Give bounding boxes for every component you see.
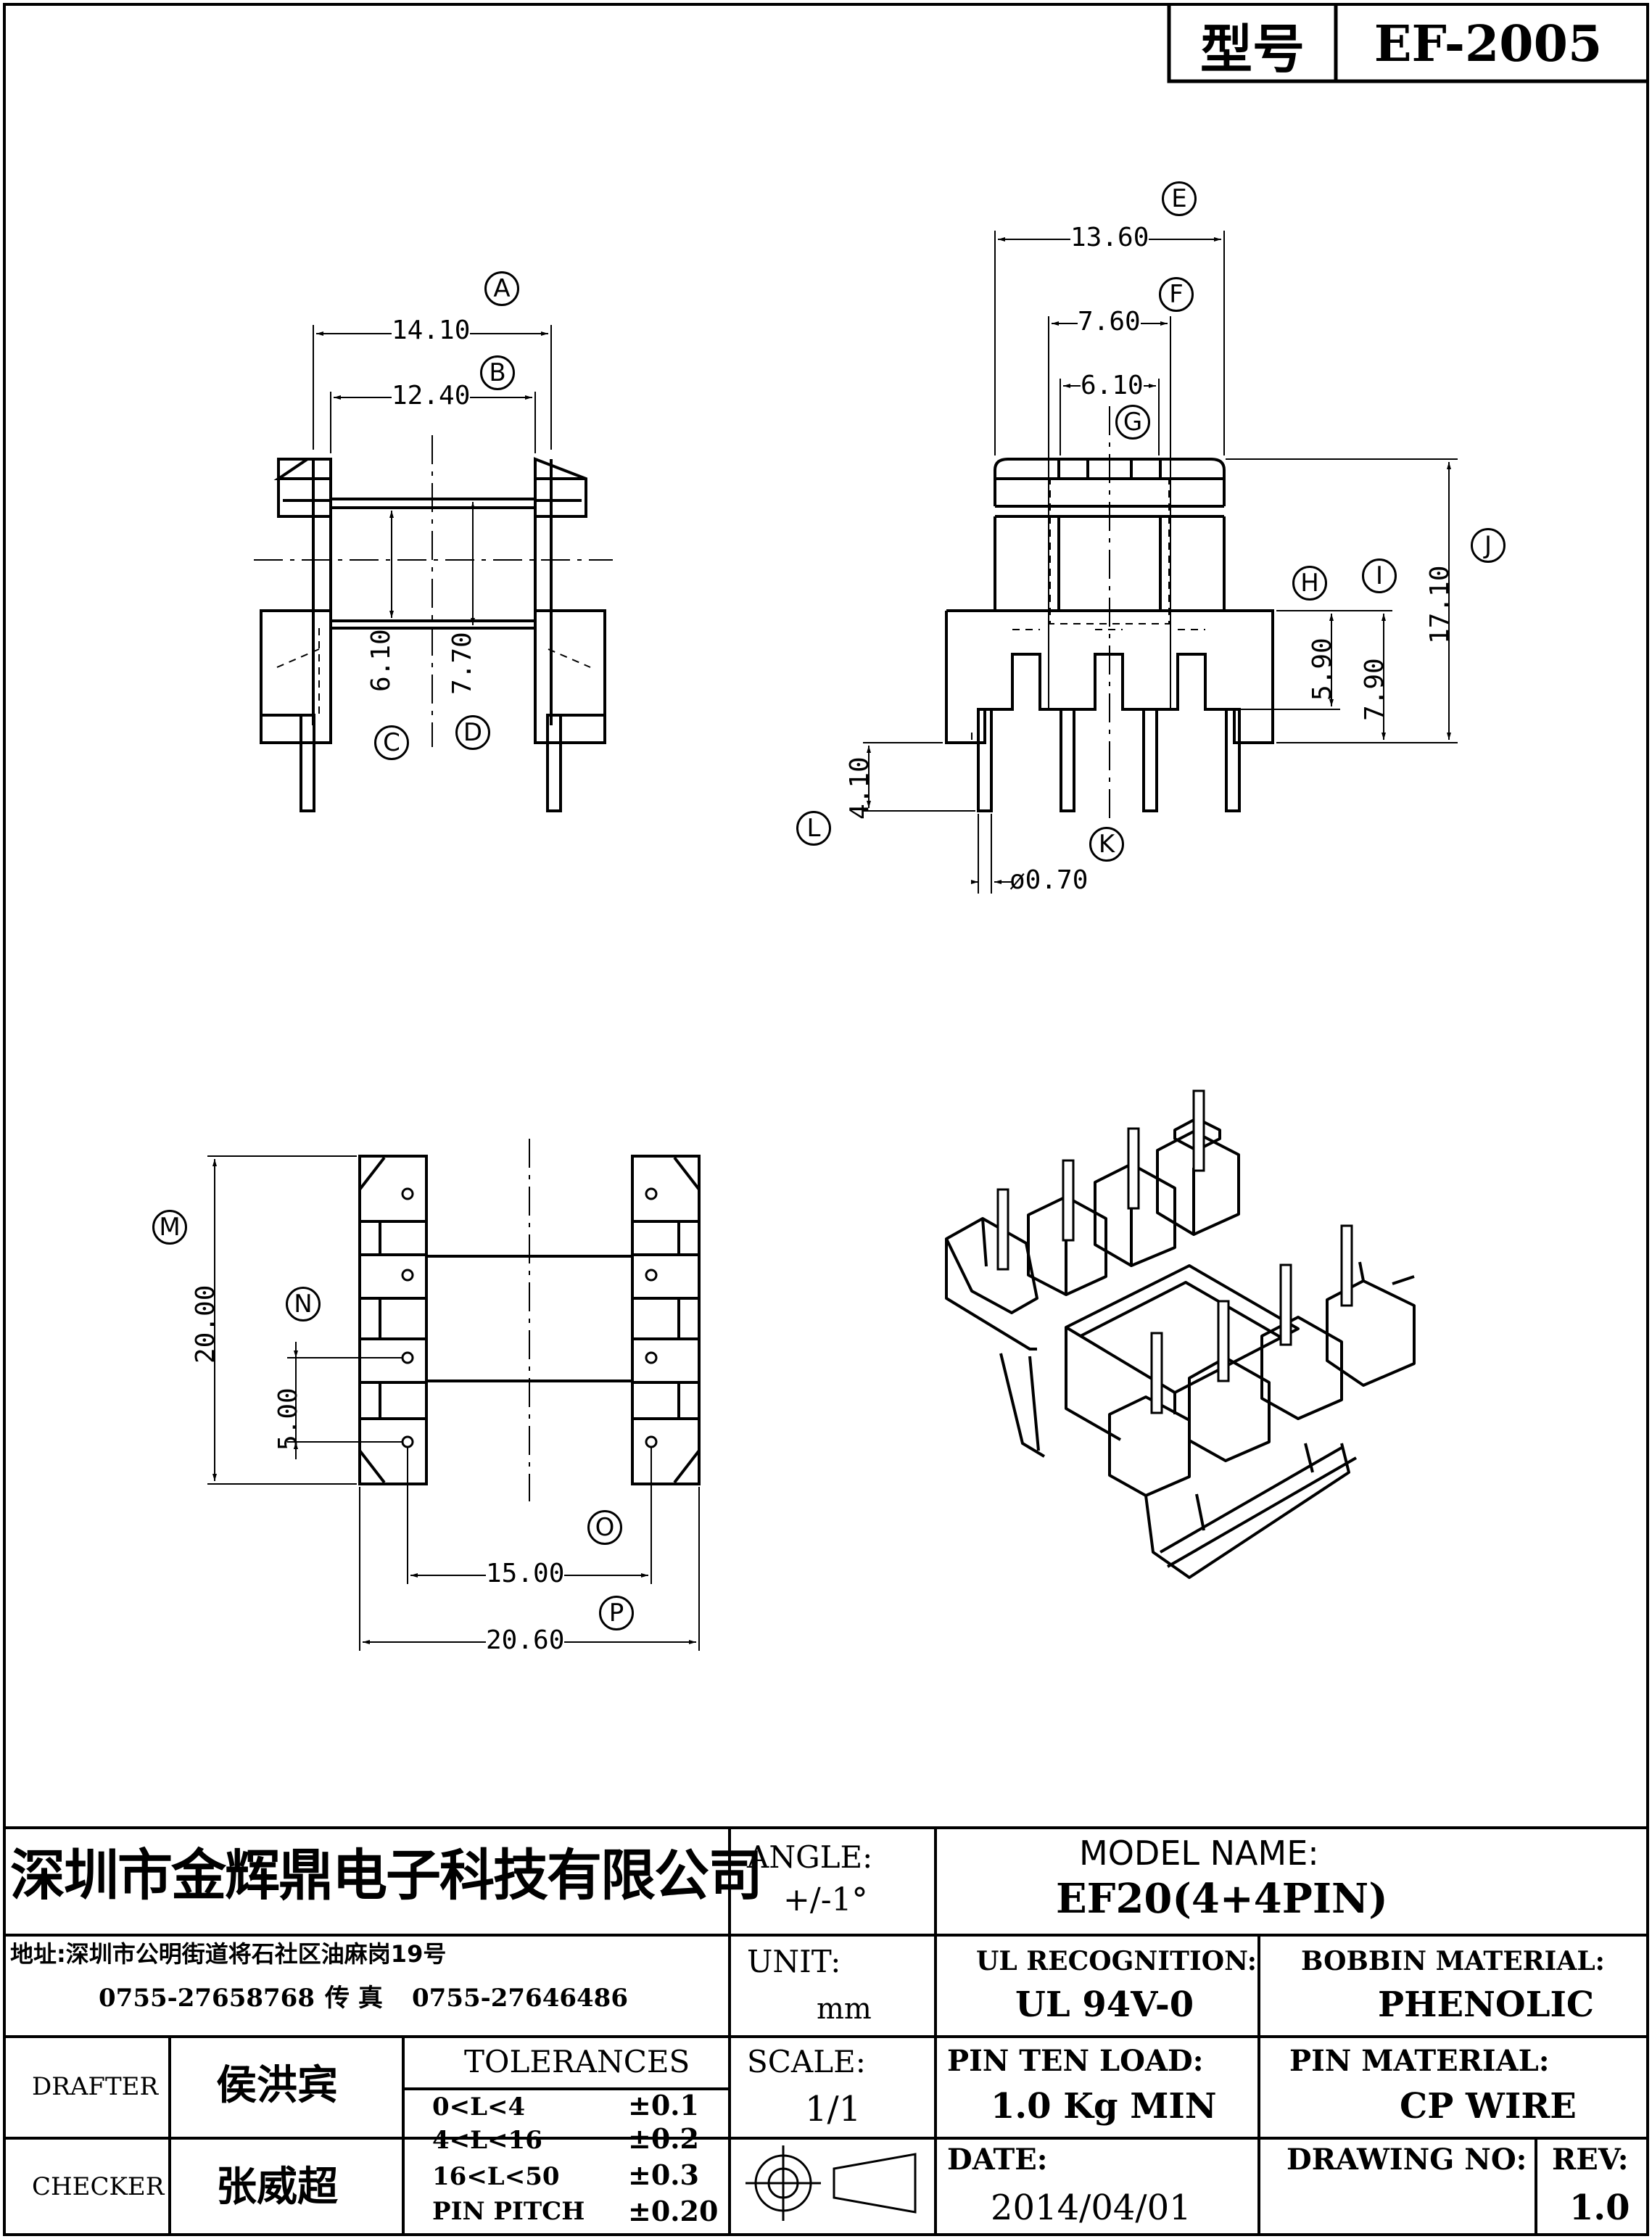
front-view-hidden bbox=[276, 628, 591, 715]
tolerances-label: TOLERANCES bbox=[464, 2044, 690, 2079]
callout-k: K bbox=[1089, 827, 1124, 862]
callout-e: E bbox=[1162, 181, 1197, 216]
callout-m: M bbox=[152, 1210, 187, 1245]
model-type-label: 型号 bbox=[1199, 18, 1305, 80]
company-name: 深圳市金辉鼎电子科技有限公司 bbox=[10, 1843, 763, 1908]
dim-C-value: 6.10 bbox=[366, 629, 396, 692]
tolerance-range-1: 0<L<4 bbox=[432, 2092, 526, 2122]
callout-o: O bbox=[587, 1510, 622, 1545]
company-fax-label: 传 真 bbox=[325, 1984, 383, 2013]
checker-label: CHECKER bbox=[32, 2172, 165, 2201]
dim-E-value: 13.60 bbox=[1070, 223, 1149, 252]
title-block-grid bbox=[4, 1826, 1648, 2235]
dim-H-value: 5.90 bbox=[1308, 638, 1337, 701]
callout-i: I bbox=[1362, 558, 1397, 593]
callout-a: A bbox=[484, 271, 519, 306]
model-code: EF-2005 bbox=[1374, 15, 1603, 73]
callout-c: C bbox=[374, 725, 409, 760]
drawing-no-label: DRAWING NO: bbox=[1287, 2143, 1527, 2177]
checker-name: 张威超 bbox=[216, 2164, 338, 2211]
dim-M-value: 20.00 bbox=[191, 1285, 220, 1364]
rev-label: REV: bbox=[1552, 2143, 1629, 2177]
dim-D-value: 7.70 bbox=[447, 632, 477, 695]
front-view-centerlines bbox=[254, 435, 613, 747]
callout-b: B bbox=[480, 355, 515, 390]
dim-G-value: 6.10 bbox=[1081, 371, 1144, 400]
bottom-view-pin-holes bbox=[401, 1187, 658, 1448]
dim-F-value: 7.60 bbox=[1078, 307, 1141, 337]
dim-I-value: 7.90 bbox=[1360, 658, 1389, 721]
dim-K-value: ø0.70 bbox=[1009, 865, 1089, 895]
callout-n: N bbox=[286, 1287, 321, 1321]
isometric-view bbox=[945, 1117, 1416, 1579]
company-phone: 0755-27658768 bbox=[99, 1984, 315, 2013]
unit-label: UNIT: bbox=[747, 1944, 841, 1979]
rev-value: 1.0 bbox=[1569, 2188, 1630, 2228]
tolerance-range-3: 16<L<50 bbox=[432, 2162, 560, 2191]
projection-symbol bbox=[746, 2145, 917, 2221]
ul-label: UL RECOGNITION: bbox=[976, 1946, 1257, 1976]
header-box bbox=[1167, 4, 1648, 83]
dim-B-value: 12.40 bbox=[392, 381, 471, 411]
tolerance-range-4: PIN PITCH bbox=[432, 2197, 585, 2226]
pin-material-value: CP WIRE bbox=[1400, 2086, 1577, 2127]
scale-value: 1/1 bbox=[805, 2089, 862, 2129]
unit-value: mm bbox=[817, 1992, 872, 2026]
tolerance-value-4: ±0.20 bbox=[628, 2195, 719, 2227]
callout-j: J bbox=[1471, 528, 1506, 563]
side-view-dimensions bbox=[863, 231, 1458, 894]
tolerance-value-2: ±0.2 bbox=[628, 2122, 699, 2155]
date-value: 2014/04/01 bbox=[991, 2188, 1191, 2228]
company-fax: 0755-27646486 bbox=[412, 1984, 628, 2013]
pin-load-value: 1.0 Kg MIN bbox=[991, 2086, 1217, 2127]
dim-P-value: 20.60 bbox=[486, 1625, 565, 1655]
dim-J-value: 17.10 bbox=[1425, 565, 1455, 644]
callout-d: D bbox=[455, 715, 490, 750]
isometric-pins bbox=[996, 1089, 1353, 1414]
dim-O-value: 15.00 bbox=[486, 1559, 565, 1588]
ul-value: UL 94V-0 bbox=[1015, 1984, 1194, 2025]
callout-l: L bbox=[796, 811, 831, 846]
drafter-name: 侯洪宾 bbox=[216, 2062, 338, 2109]
callout-p: P bbox=[599, 1596, 634, 1630]
bobbin-material-label: BOBBIN MATERIAL: bbox=[1301, 1946, 1605, 1976]
dim-A-value: 14.10 bbox=[392, 316, 471, 345]
angle-label: ANGLE: bbox=[747, 1839, 873, 1875]
callout-g: G bbox=[1115, 405, 1150, 440]
callout-f: F bbox=[1159, 277, 1194, 312]
sheet-border bbox=[3, 3, 1649, 2236]
pin-load-label: PIN TEN LOAD: bbox=[947, 2044, 1204, 2078]
model-name: EF20(4+4PIN) bbox=[1056, 1875, 1388, 1923]
tolerance-value-1: ±0.1 bbox=[628, 2089, 699, 2122]
scale-label: SCALE: bbox=[747, 2044, 866, 2079]
dim-N-value: 5.00 bbox=[273, 1387, 303, 1451]
callout-h: H bbox=[1292, 566, 1327, 601]
bobbin-material-value: PHENOLIC bbox=[1378, 1984, 1595, 2025]
pin-material-label: PIN MATERIAL: bbox=[1289, 2044, 1550, 2078]
model-name-label: MODEL NAME: bbox=[1079, 1834, 1319, 1873]
angle-value: +/-1° bbox=[783, 1881, 868, 1918]
date-label: DATE: bbox=[947, 2143, 1048, 2177]
drafter-label: DRAFTER bbox=[32, 2072, 159, 2101]
tolerance-value-3: ±0.3 bbox=[628, 2158, 699, 2191]
tolerance-range-2: 4<L<16 bbox=[432, 2126, 542, 2155]
front-view bbox=[260, 457, 606, 812]
dim-L-value: 4.10 bbox=[845, 756, 875, 820]
company-address: 地址:深圳市公明街道将石社区油麻岗19号 bbox=[10, 1940, 447, 1968]
